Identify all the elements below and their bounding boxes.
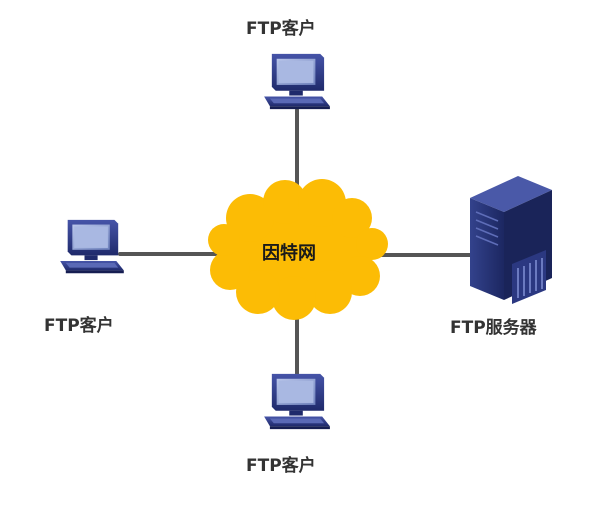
client-label-bottom: FTP客户 <box>246 456 316 476</box>
desktop-computer-icon <box>60 219 124 274</box>
server-label: FTP服务器 <box>450 318 537 338</box>
cloud-icon <box>208 179 388 320</box>
desktop-computer-icon <box>264 373 330 430</box>
internet-label: 因特网 <box>262 243 316 264</box>
desktop-computer-icon <box>264 53 330 110</box>
client-label-top: FTP客户 <box>246 19 316 39</box>
tower-server-icon <box>470 176 552 304</box>
client-label-left: FTP客户 <box>44 316 114 336</box>
